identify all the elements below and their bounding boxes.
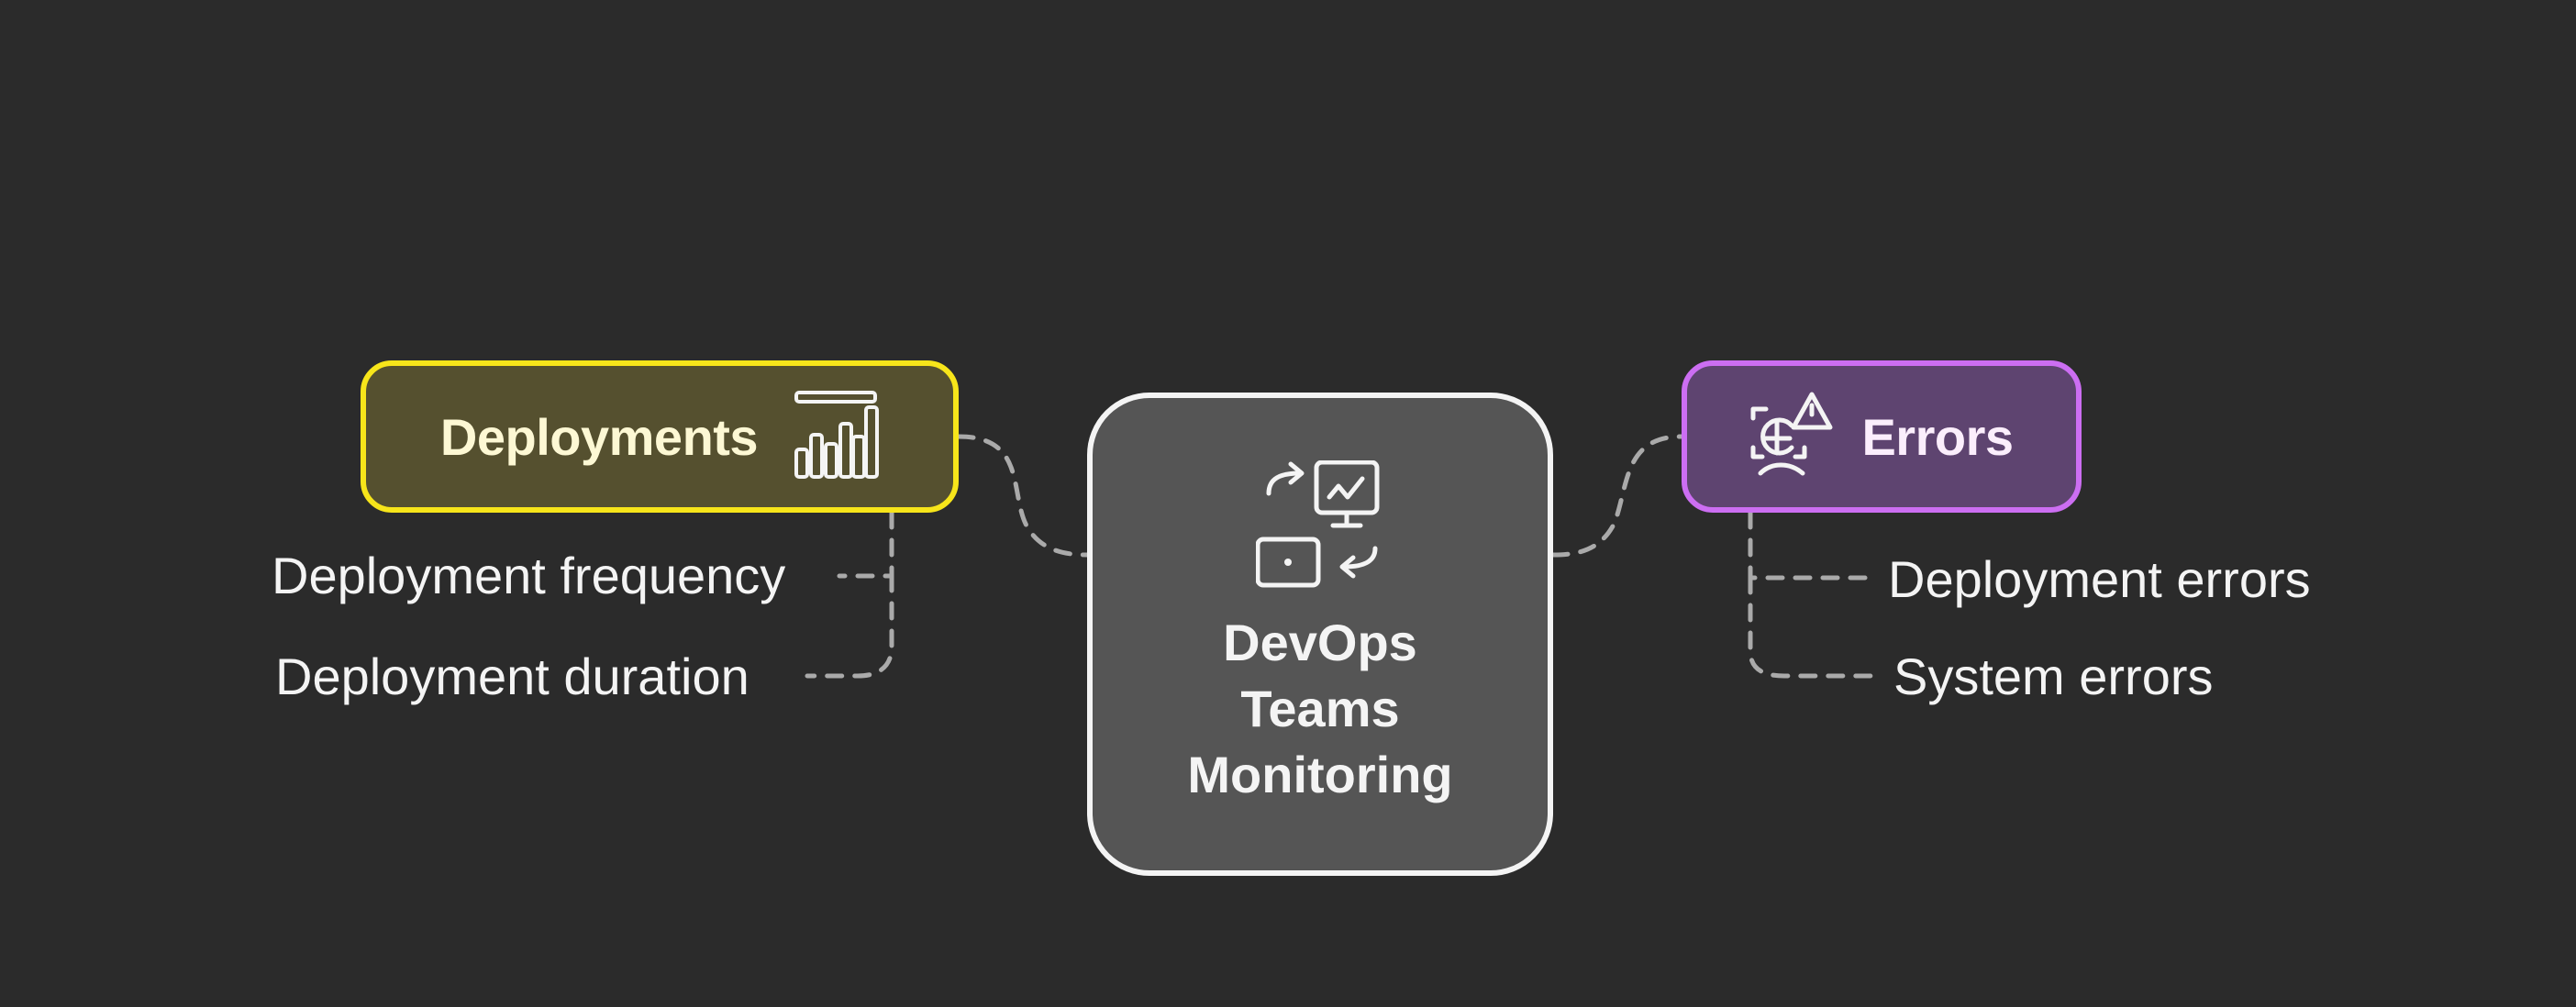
connector-system-errors [1748,575,1874,679]
leaf-system-errors: System errors [1893,647,2214,705]
deployments-node[interactable]: Deployments [361,360,959,513]
bar-chart-icon [794,390,880,483]
center-node[interactable]: DevOps Teams Monitoring [1087,393,1553,876]
center-title-line: DevOps [1223,614,1417,671]
center-title-line: Monitoring [1187,746,1453,803]
center-title-line: Teams [1240,680,1400,737]
leaf-deployment-frequency: Deployment frequency [272,547,786,604]
center-title: DevOps Teams Monitoring [1187,610,1452,808]
connector-deployment-duration [805,573,894,679]
errors-title: Errors [1861,407,2014,466]
leaf-deployment-duration: Deployment duration [275,647,749,705]
leaf-deployment-errors: Deployment errors [1888,550,2311,608]
errors-node[interactable]: Errors [1682,360,2082,513]
devops-cycle-icon [1255,459,1384,593]
connector-deployments-center [956,434,1090,558]
error-globe-warning-icon [1749,391,1838,483]
deployments-title: Deployments [439,407,759,466]
connector-deployment-frequency [837,510,894,579]
connector-deployment-errors [1748,510,1870,581]
connector-center-errors [1550,434,1684,558]
